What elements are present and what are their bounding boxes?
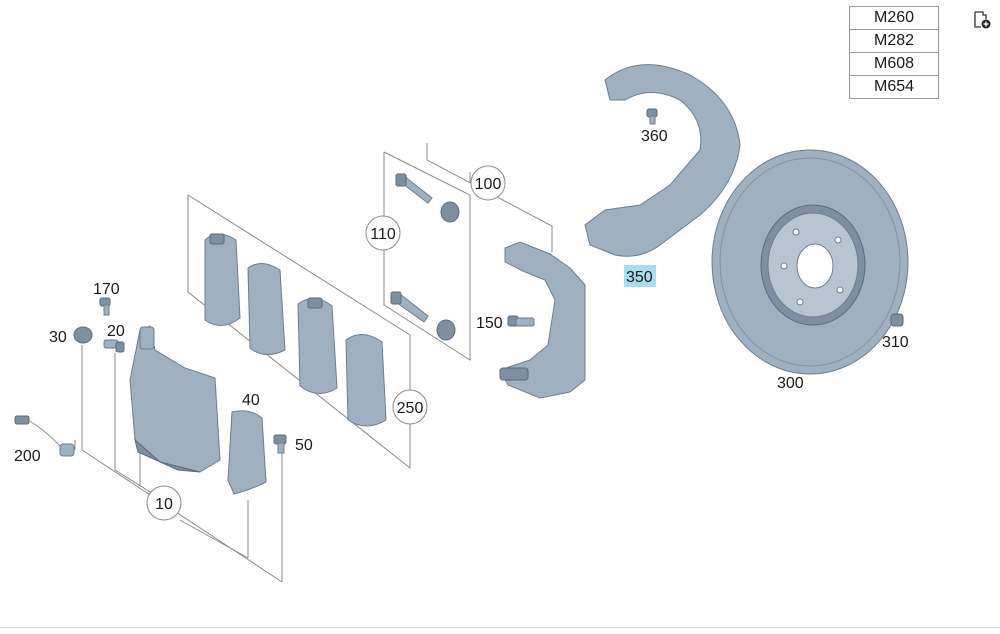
leader-lines	[74, 143, 553, 583]
brake-pads[interactable]	[204, 233, 387, 427]
cap-30[interactable]	[73, 326, 93, 344]
callout-100[interactable]: 100	[470, 165, 506, 201]
bolt-170[interactable]	[99, 297, 111, 316]
document-add-icon[interactable]	[972, 10, 992, 30]
label-170[interactable]: 170	[93, 281, 120, 298]
svg-text:100: 100	[475, 176, 502, 193]
label-300[interactable]: 300	[777, 375, 804, 392]
label-200[interactable]: 200	[14, 448, 41, 465]
label-310[interactable]: 310	[882, 334, 909, 351]
model-row-m282[interactable]: M282	[849, 29, 939, 53]
callout-10[interactable]: 10	[146, 485, 182, 521]
bottom-divider	[0, 627, 1000, 628]
label-40[interactable]: 40	[242, 392, 260, 409]
label-20[interactable]: 20	[107, 323, 125, 340]
label-30[interactable]: 30	[49, 329, 67, 346]
brake-disc[interactable]	[711, 149, 909, 375]
label-350[interactable]: 350	[626, 269, 653, 286]
sensor-200[interactable]	[14, 415, 75, 457]
label-150[interactable]: 150	[476, 315, 503, 332]
bolt-150[interactable]	[507, 315, 535, 327]
guide-pins-110[interactable]	[390, 173, 460, 341]
svg-text:10: 10	[155, 496, 173, 513]
model-row-m260[interactable]: M260	[849, 6, 939, 30]
splash-shield[interactable]	[584, 64, 741, 257]
screw-310[interactable]	[890, 313, 904, 327]
svg-text:110: 110	[370, 226, 396, 243]
caliper-carrier[interactable]	[499, 241, 586, 399]
model-row-m654[interactable]: M654	[849, 75, 939, 99]
model-row-m608[interactable]: M608	[849, 52, 939, 76]
callout-110[interactable]: 110	[365, 215, 401, 251]
svg-text:250: 250	[397, 400, 424, 417]
brake-caliper[interactable]	[129, 325, 221, 473]
brake-pad-40[interactable]	[227, 410, 267, 495]
bushing-20[interactable]	[103, 339, 125, 353]
label-50[interactable]: 50	[295, 437, 313, 454]
label-350-highlight	[624, 265, 656, 287]
bolt-50[interactable]	[273, 434, 287, 454]
model-variant-table: M260 M282 M608 M654	[849, 6, 939, 99]
bolt-360[interactable]	[646, 108, 658, 125]
label-360[interactable]: 360	[641, 128, 668, 145]
callout-250[interactable]: 250	[392, 389, 428, 425]
